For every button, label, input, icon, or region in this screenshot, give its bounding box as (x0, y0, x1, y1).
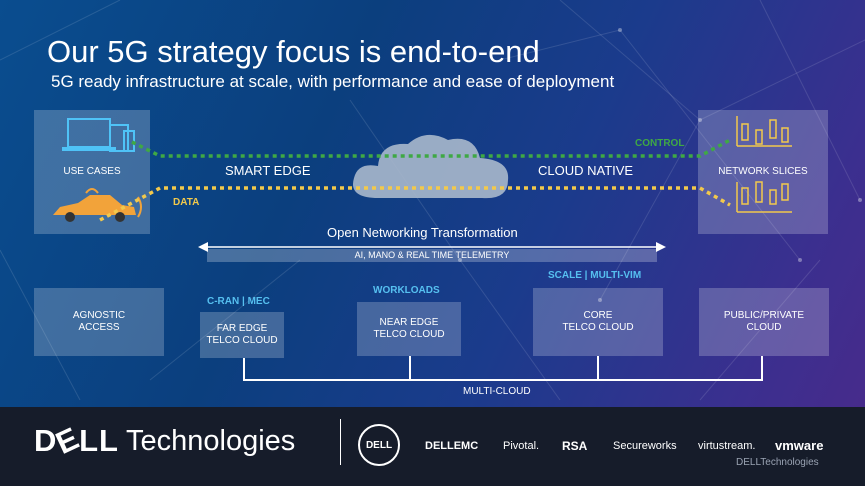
pivotal-logo: Pivotal. (503, 440, 540, 452)
use-cases-label: USE CASES (63, 166, 121, 177)
footer-divider (340, 419, 341, 465)
smart-edge-label: SMART EDGE (225, 163, 311, 178)
open-networking-label: Open Networking Transformation (327, 225, 518, 240)
box-line: TELCO CLOUD (206, 335, 278, 346)
multi-cloud-connector (243, 356, 763, 381)
dellemc-logo: DELLEMC (425, 440, 479, 452)
data-label: DATA (173, 197, 200, 208)
control-label: CONTROL (635, 138, 685, 149)
network-slices-label: NETWORK SLICES (718, 166, 808, 177)
box-line: TELCO CLOUD (562, 322, 634, 333)
dell-logo-d: D (34, 423, 58, 458)
box-line: ACCESS (78, 322, 120, 333)
telemetry-bar: AI, MANO & REAL TIME TELEMETRY (207, 249, 657, 262)
devices-icon (62, 118, 135, 152)
cran-label: C-RAN | MEC (207, 296, 270, 307)
box-line: PUBLIC/PRIVATE (723, 310, 805, 321)
network-slices-box (698, 110, 828, 234)
secureworks-logo: Secureworks (613, 440, 677, 452)
scale-label: SCALE | MULTI-VIM (548, 270, 642, 281)
box-line: FAR EDGE (216, 323, 268, 334)
double-arrow (198, 242, 666, 252)
dell-badge-logo: DELL (358, 424, 400, 466)
footer: DELL Technologies DELL DELLEMC Pivotal. … (0, 407, 865, 486)
box-line: TELCO CLOUD (373, 329, 445, 340)
vmware-logo: vmware (775, 438, 824, 453)
box-line: AGNOSTIC (72, 310, 126, 321)
box-line: CORE (583, 310, 613, 321)
page-subtitle: 5G ready infrastructure at scale, with p… (51, 72, 615, 91)
dell-logo: DELL (34, 420, 119, 461)
multi-cloud-label: MULTI-CLOUD (463, 386, 531, 397)
candlestick-chart-icon (736, 116, 792, 213)
box-line: CLOUD (746, 322, 782, 333)
workloads-label: WORKLOADS (373, 285, 440, 296)
dell-logo-ll: LL (79, 423, 119, 458)
page-title: Our 5G strategy focus is end-to-end (47, 34, 540, 69)
cloud-native-label: CLOUD NATIVE (538, 163, 634, 178)
box-line: NEAR EDGE (379, 317, 439, 328)
rsa-logo: RSA (562, 439, 588, 453)
virtustream-logo: virtustream. (698, 440, 756, 452)
cloud-icon (353, 134, 509, 199)
dell-technologies-small-logo: DELLTechnologies (736, 457, 819, 468)
connection-lines (99, 138, 731, 222)
technologies-wordmark: Technologies (126, 425, 296, 457)
